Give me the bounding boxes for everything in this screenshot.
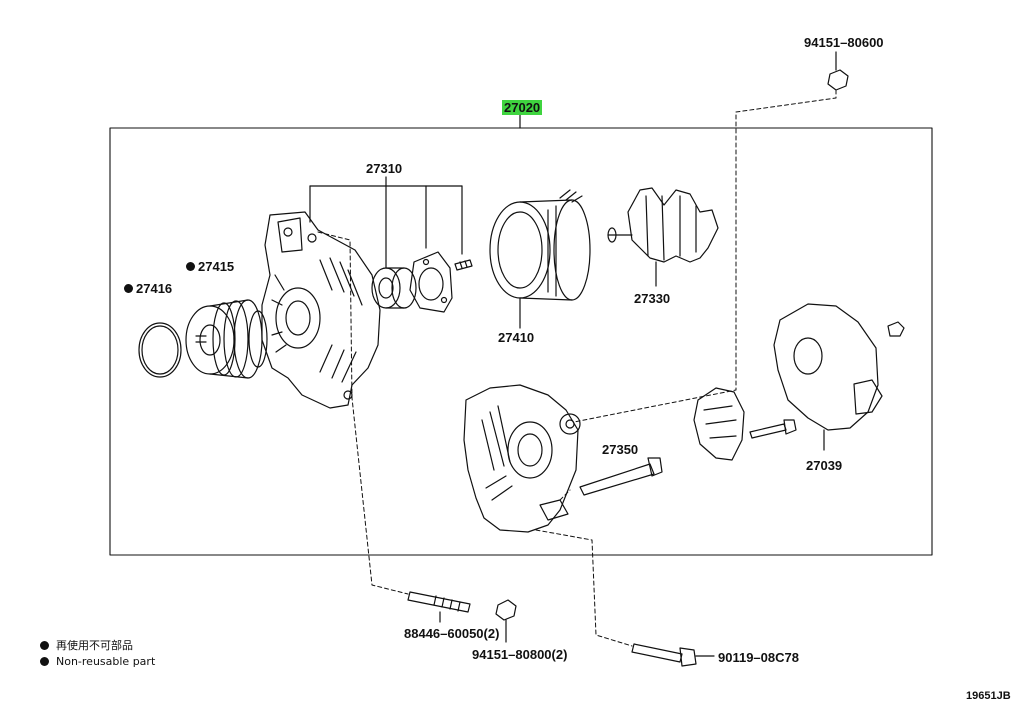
label-bolt[interactable]: 90119–08C78 — [718, 650, 799, 665]
legend-jp-text: 再使用不可部品 — [56, 639, 133, 652]
assembly-boundary — [109, 127, 933, 556]
label-nut-top[interactable]: 94151–80600 — [804, 35, 884, 50]
label-text: 27416 — [136, 281, 173, 296]
non-reusable-dot — [124, 284, 133, 293]
legend-dot — [40, 657, 49, 666]
regulator-27039 — [693, 303, 883, 461]
through-bolt — [579, 457, 663, 496]
regulator-screws — [749, 321, 905, 439]
assembly-dashed-lines — [317, 89, 837, 647]
stud — [407, 591, 471, 623]
bolt — [631, 643, 715, 667]
illustration-ref-code: 19651JB — [966, 690, 1011, 702]
label-regulator-27039[interactable]: 27039 — [806, 458, 843, 473]
legend-en: Non-reusable part — [40, 656, 155, 667]
label-assembly-27020[interactable]: 27020 — [502, 100, 543, 115]
rotor-27330 — [607, 187, 719, 287]
legend-en-text: Non-reusable part — [56, 655, 156, 668]
legend-jp: 再使用不可部品 — [40, 640, 133, 651]
label-nut-bottom[interactable]: 94151–80800(2) — [472, 647, 568, 662]
bearing — [371, 267, 417, 309]
retainer-plate — [409, 251, 453, 313]
label-stator-27410[interactable]: 27410 — [498, 330, 535, 345]
label-rotor-27330[interactable]: 27330 — [634, 291, 671, 306]
legend-dot — [40, 641, 49, 650]
snap-ring-27416 — [138, 322, 182, 378]
stator-27410 — [489, 189, 591, 329]
label-stud[interactable]: 88446–60050(2) — [404, 626, 500, 641]
label-snap-ring-27416[interactable]: 27416 — [124, 282, 172, 295]
label-text: 27415 — [198, 259, 235, 274]
nut-top — [827, 51, 849, 91]
drive-end-frame-27310 — [261, 211, 381, 409]
nut-bottom — [495, 599, 517, 643]
rear-frame-27350 — [463, 384, 581, 533]
label-frame-27310[interactable]: 27310 — [366, 161, 403, 176]
label-rear-frame-27350[interactable]: 27350 — [602, 442, 639, 457]
non-reusable-dot — [186, 262, 195, 271]
pulley-27415 — [185, 299, 268, 379]
small-screw — [454, 259, 473, 271]
label-pulley-27415[interactable]: 27415 — [186, 260, 234, 273]
frame-leader-bracket — [309, 176, 463, 269]
